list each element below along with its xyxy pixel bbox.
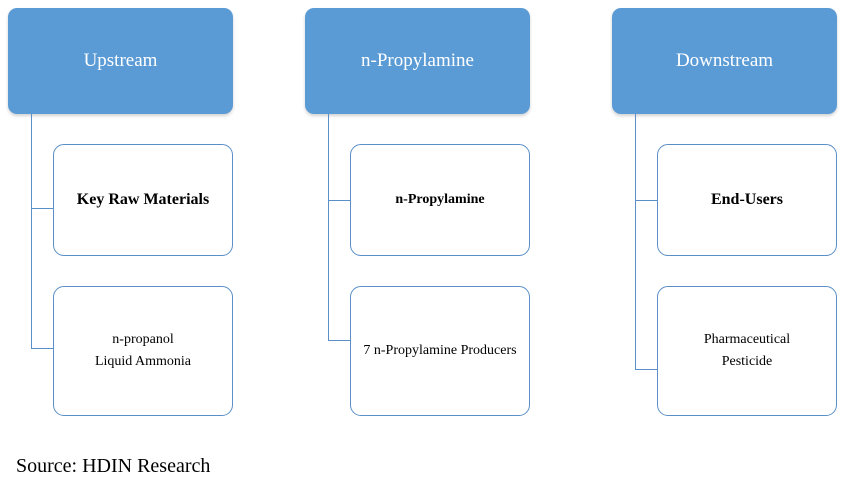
- product-connector-branch-1: [328, 200, 350, 201]
- downstream-connector-line: [635, 114, 636, 370]
- downstream-category-label: End-Users: [710, 191, 783, 208]
- source-caption: Source: HDIN Research: [16, 455, 211, 477]
- upstream-items-box: n-propanol Liquid Ammonia: [53, 286, 233, 416]
- downstream-header: Downstream: [612, 8, 837, 114]
- product-header: n-Propylamine: [305, 8, 530, 114]
- upstream-connector-branch-1: [31, 208, 53, 209]
- product-item: 7 n-Propylamine Producers: [363, 343, 517, 358]
- product-connector-line: [328, 114, 329, 341]
- upstream-item: n-propanol: [112, 332, 174, 347]
- product-category-box: n-Propylamine: [350, 144, 530, 256]
- upstream-connector-line: [31, 114, 32, 348]
- product-column: n-Propylamine n-Propylamine 7 n-Propylam…: [305, 0, 545, 430]
- upstream-item: Liquid Ammonia: [94, 354, 192, 369]
- downstream-connector-branch-1: [635, 200, 657, 201]
- downstream-connector-branch-2: [635, 369, 657, 370]
- downstream-item: Pesticide: [721, 354, 773, 369]
- upstream-header: Upstream: [8, 8, 233, 114]
- upstream-connector-branch-2: [31, 348, 53, 349]
- upstream-category-label: Key Raw Materials: [76, 191, 210, 208]
- downstream-category-box: End-Users: [657, 144, 837, 256]
- upstream-column: Upstream Key Raw Materials n-propanol Li…: [8, 0, 248, 430]
- downstream-items-box: Pharmaceutical Pesticide: [657, 286, 837, 416]
- upstream-category-box: Key Raw Materials: [53, 144, 233, 256]
- product-connector-branch-2: [328, 340, 350, 341]
- product-category-label: n-Propylamine: [395, 192, 485, 207]
- downstream-column: Downstream End-Users Pharmaceutical Pest…: [612, 0, 852, 430]
- product-items-box: 7 n-Propylamine Producers: [350, 286, 530, 416]
- downstream-item: Pharmaceutical: [703, 332, 791, 347]
